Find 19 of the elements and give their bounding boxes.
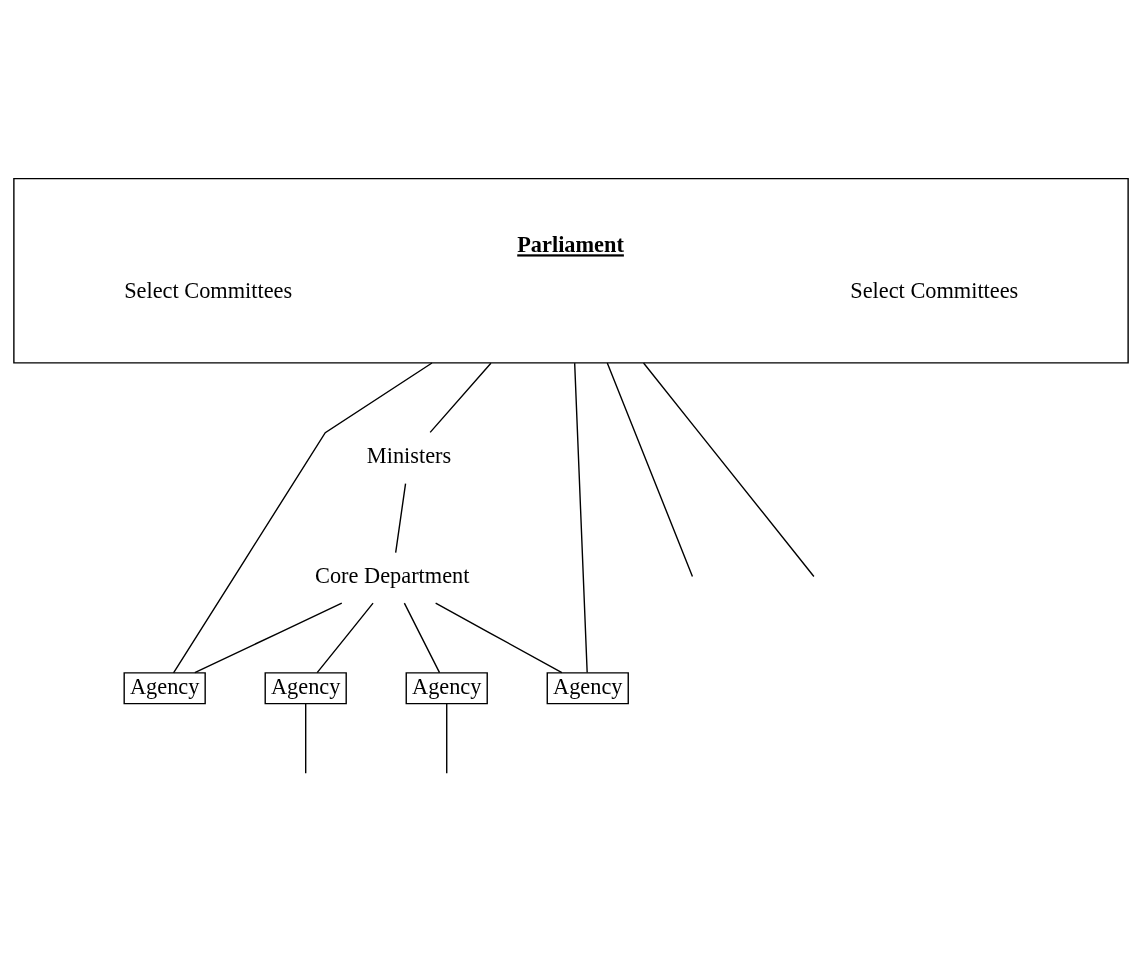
connector <box>316 602 374 674</box>
node-box: Agency <box>546 672 629 705</box>
connector <box>395 482 407 554</box>
connector <box>403 602 441 674</box>
connector <box>429 362 492 434</box>
connector <box>573 362 588 674</box>
connector <box>642 362 815 578</box>
connector <box>434 602 563 674</box>
connector <box>172 362 433 674</box>
node-text: Ministers <box>366 443 452 469</box>
node-text: Core Department <box>315 563 470 589</box>
node-box: Agency <box>123 672 206 705</box>
connector <box>606 362 694 578</box>
connector <box>305 703 307 774</box>
node-box: Agency <box>264 672 347 705</box>
connector <box>194 602 343 674</box>
connector <box>446 703 448 774</box>
node-box: Parliament Select Committees Select Committees <box>13 177 1129 364</box>
node-box: Agency <box>405 672 488 705</box>
